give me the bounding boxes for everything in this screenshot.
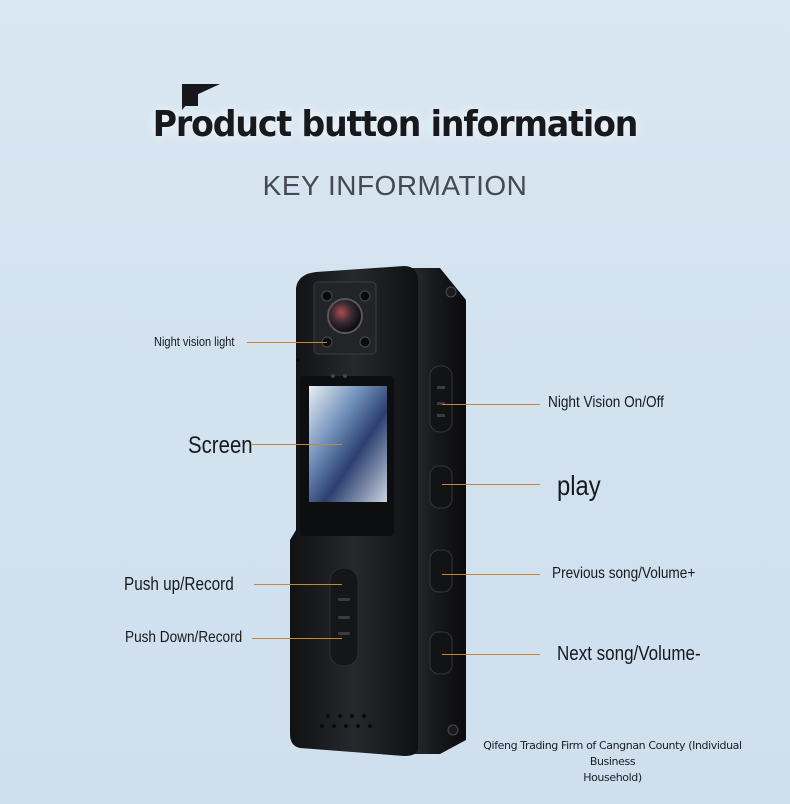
footer-line-2: Household) — [583, 771, 642, 784]
label-screen: Screen — [188, 432, 253, 459]
screw-icon — [445, 286, 457, 298]
leader-line-screen — [252, 444, 342, 445]
leader-line-push-up — [254, 584, 342, 585]
leader-line-next — [442, 654, 540, 655]
footer-company-name: Qifeng Trading Firm of Cangnan County (I… — [480, 738, 745, 786]
leader-line-night-vision-light — [247, 342, 327, 343]
page-title: Product button information — [152, 104, 639, 145]
label-play: play — [557, 470, 601, 501]
label-night-vision-light: Night vision light — [154, 334, 235, 349]
label-push-down-record: Push Down/Record — [125, 629, 243, 646]
label-push-up-record: Push up/Record — [124, 574, 234, 594]
page-subtitle: KEY INFORMATION — [262, 170, 528, 201]
corner-decoration — [182, 84, 220, 110]
label-next-song-volume-down: Next song/Volume- — [557, 643, 701, 665]
speaker-grille-icon — [320, 714, 372, 728]
leader-line-push-down — [252, 638, 342, 639]
leader-line-previous — [442, 574, 540, 575]
leader-line-night-vision-onoff — [442, 404, 540, 405]
label-night-vision-onoff: Night Vision On/Off — [548, 394, 664, 411]
label-previous-song-volume-up: Previous song/Volume+ — [552, 565, 696, 582]
leader-line-play — [442, 484, 540, 485]
night-vision-led-icon — [321, 290, 333, 302]
footer-line-1: Qifeng Trading Firm of Cangnan County (I… — [483, 739, 742, 768]
camera-lens-icon — [327, 298, 363, 334]
